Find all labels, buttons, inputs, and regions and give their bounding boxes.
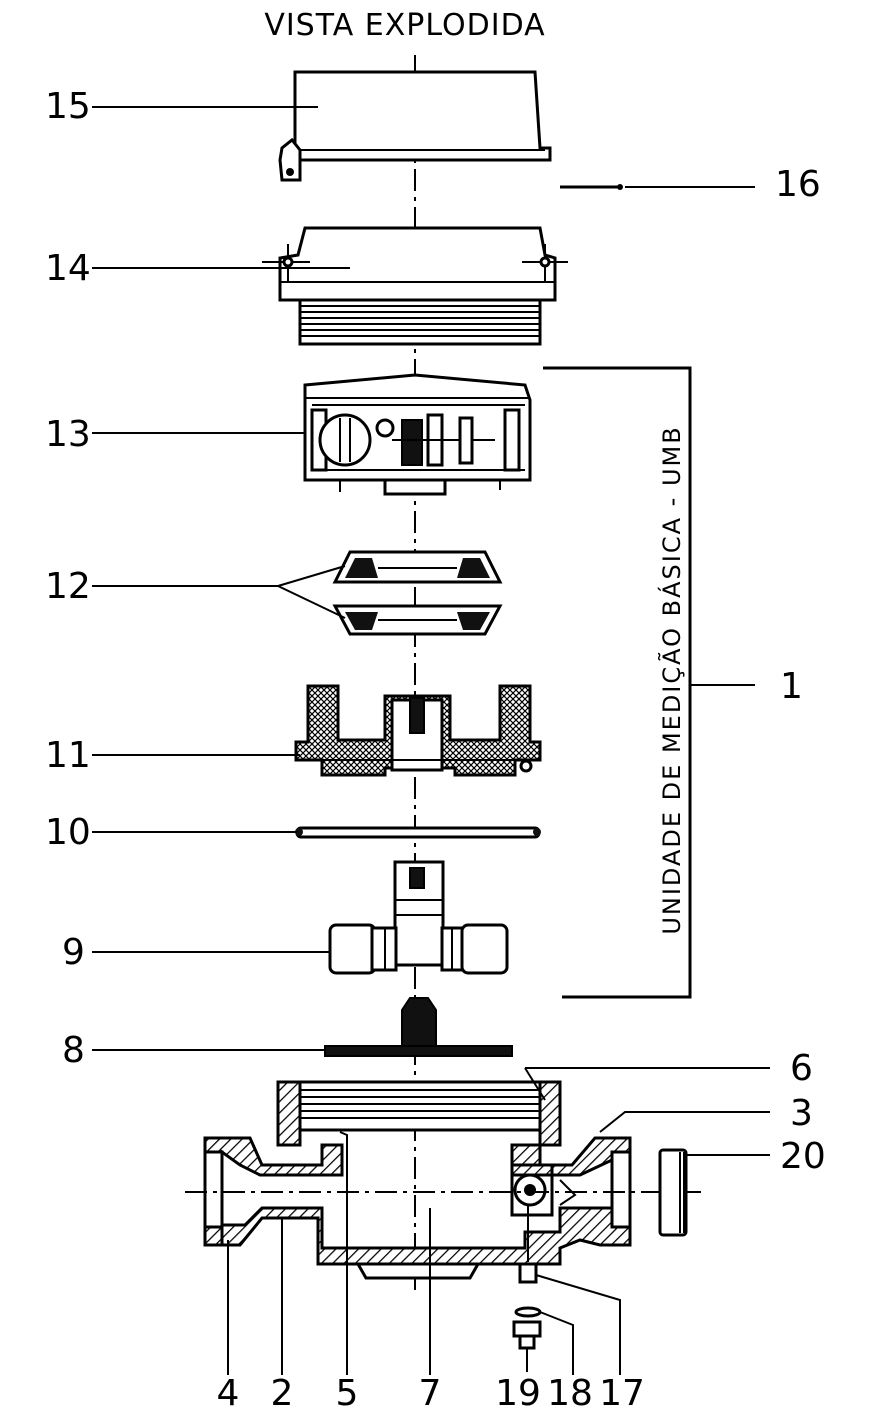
part-18-washer [514,1306,542,1318]
label-11: 11 [45,735,91,776]
label-12: 12 [45,566,91,607]
part-16-pin [560,184,623,190]
label-13: 13 [45,414,91,455]
part-13-register [303,373,532,496]
part-8-plate [324,997,513,1057]
part-17-screw [518,1205,538,1284]
label-1: 1 [780,666,803,707]
label-10: 10 [45,812,91,853]
label-15: 15 [45,86,91,127]
label-5: 5 [336,1373,359,1414]
part-11-measuring-chamber [294,684,542,777]
label-4: 4 [217,1373,240,1414]
label-3: 3 [790,1093,813,1134]
label-18: 18 [547,1373,593,1414]
part-19-plug [512,1320,542,1372]
label-6: 6 [790,1048,813,1089]
umb-side-label: UNIDADE DE MEDIÇÃO BÁSICA - UMB [656,425,686,934]
label-16: 16 [775,164,821,205]
label-2: 2 [271,1373,294,1414]
label-17: 17 [599,1373,645,1414]
part-14-threaded-ring [262,226,568,346]
part-12-seal-rings [332,550,503,636]
label-19: 19 [495,1373,541,1414]
meter-body [185,1080,705,1280]
part-20-end-cap [658,1148,688,1237]
umb-bracket [543,366,692,999]
label-14: 14 [45,248,91,289]
diagram-title: VISTA EXPLODIDA [264,8,545,43]
part-15-cover-lid [278,70,552,182]
part-9-rotor [328,860,509,975]
label-20: 20 [780,1136,826,1177]
label-9: 9 [62,932,85,973]
leader-lines [92,106,770,1375]
label-8: 8 [62,1030,85,1071]
label-7: 7 [419,1373,442,1414]
part-10-o-ring [295,826,541,839]
